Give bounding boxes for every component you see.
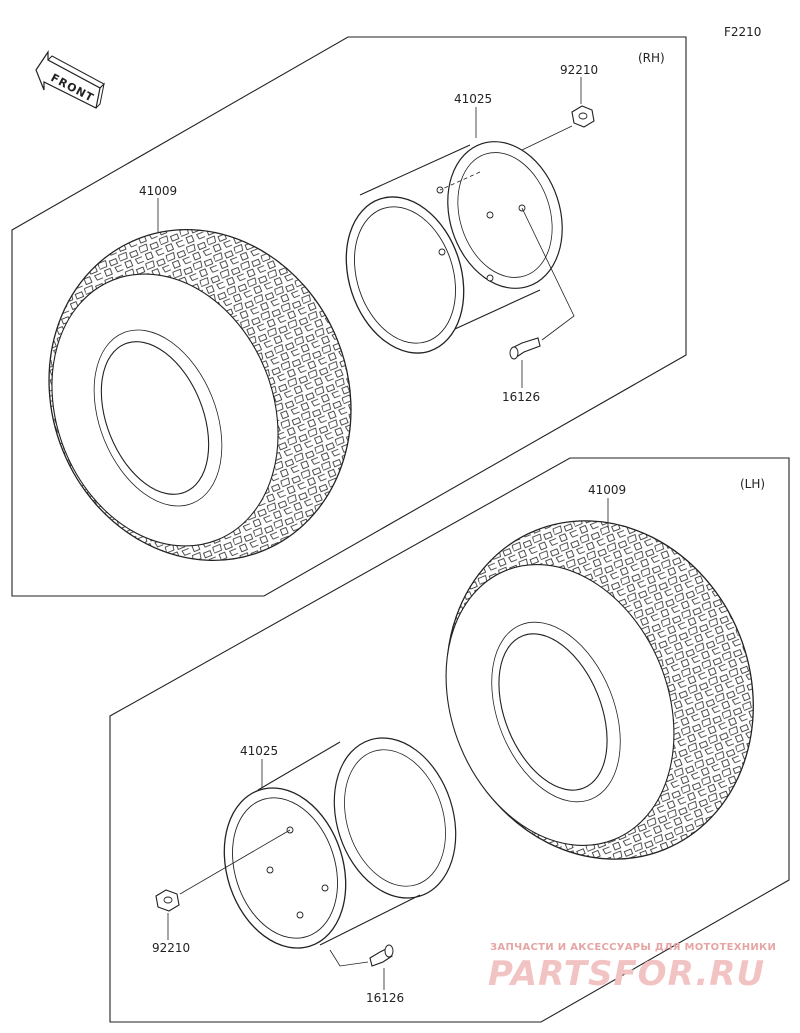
lh-nut-part-number: 92210 <box>152 941 190 955</box>
rh-nut-part-number: 92210 <box>560 63 598 77</box>
lh-nut-icon <box>155 889 180 912</box>
lh-tire-part-number: 41009 <box>588 483 626 497</box>
rh-valve-part-number: 16126 <box>502 390 540 404</box>
rh-side-label: (RH) <box>638 51 665 65</box>
figure-code: F2210 <box>724 25 761 39</box>
lh-wheel-part-number: 41025 <box>240 744 278 758</box>
rh-tire <box>48 229 352 561</box>
rh-frame <box>11 36 687 597</box>
rh-wheel-part-number: 41025 <box>454 92 492 106</box>
lh-wheel <box>223 737 457 949</box>
rh-wheel <box>345 141 563 354</box>
rh-tire-part-number: 41009 <box>139 184 177 198</box>
watermark-brand: PARTSFOR.RU <box>488 954 765 994</box>
lh-group: (LH) 41009 41025 9 <box>109 457 790 1023</box>
watermark-tagline: ЗАПЧАСТИ И АКСЕССУАРЫ ДЛЯ МОТОТЕХНИКИ <box>490 942 776 953</box>
rh-nut-icon <box>571 105 595 128</box>
lh-valve-part-number: 16126 <box>366 991 404 1005</box>
lh-side-label: (LH) <box>740 477 765 491</box>
rh-group: (RH) 41009 41025 <box>11 36 687 597</box>
lh-tire <box>445 520 754 860</box>
lh-valve-icon <box>369 944 394 967</box>
watermark: ЗАПЧАСТИ И АКСЕССУАРЫ ДЛЯ МОТОТЕХНИКИ PA… <box>488 942 776 994</box>
lh-frame <box>109 457 790 1023</box>
front-arrow-icon: FRONT <box>35 50 105 109</box>
rh-valve-icon <box>509 337 541 360</box>
